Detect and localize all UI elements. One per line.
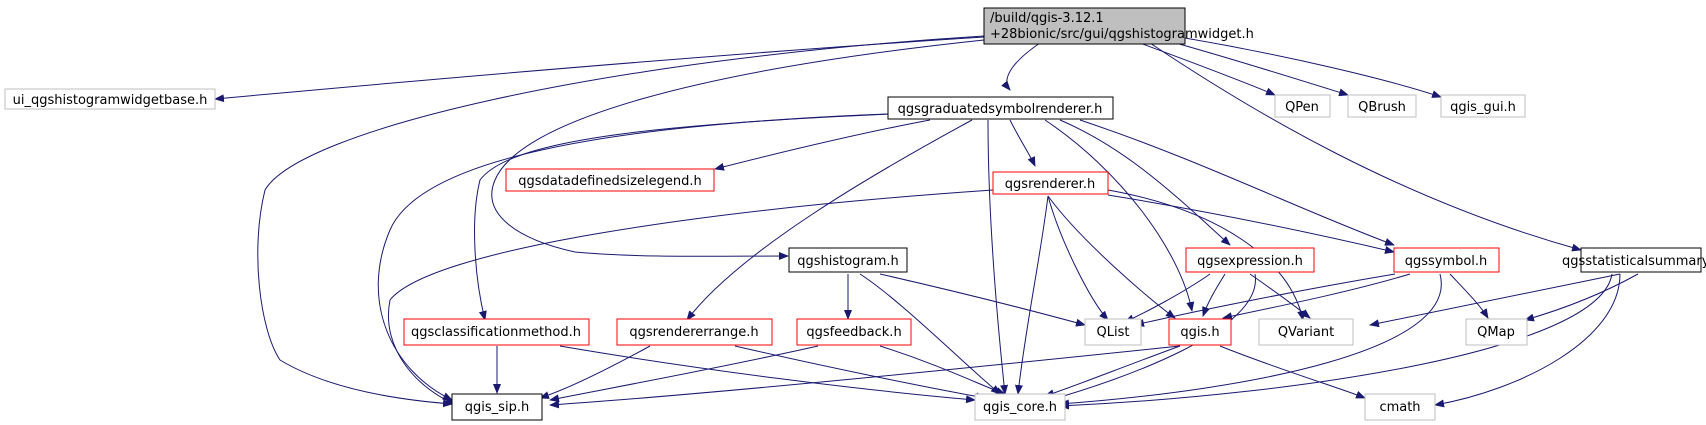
node-qgsrendererrange[interactable]: qgsrendererrange.h — [616, 318, 773, 346]
edge-graduated-to-rendrange — [686, 119, 973, 321]
svg-text:qgis_gui.h: qgis_gui.h — [1450, 100, 1516, 115]
edge-qgis-h-to-cmath — [1219, 345, 1366, 399]
node-qgssymbol[interactable]: qgssymbol.h — [1393, 247, 1500, 273]
edge-graduated-to-qgis-h — [1044, 119, 1195, 312]
edge-renderer-to-symbol — [1107, 194, 1395, 254]
edge-rendrange-to-qgis-sip — [539, 345, 651, 399]
edge-graduated-to-classmethod — [474, 113, 891, 321]
svg-text:QVariant: QVariant — [1278, 325, 1334, 340]
edge-graduated-to-symbol — [1079, 119, 1395, 246]
svg-text:ui_qgshistogramwidgetbase.h: ui_qgshistogramwidgetbase.h — [13, 93, 208, 108]
edge-qgis-h-to-qgis-sip — [549, 345, 1181, 409]
edge-graduated-to-qgis-core — [987, 119, 1009, 395]
node-qgis-sip[interactable]: qgis_sip.h — [451, 393, 543, 421]
edge-symbol-to-qgis-h — [1222, 273, 1411, 321]
edge-classmethod-to-qgis-core — [559, 345, 976, 404]
node-qmap[interactable]: QMap — [1465, 318, 1528, 346]
edge-root-to-histogram — [491, 39, 985, 261]
svg-text:qgssymbol.h: qgssymbol.h — [1405, 254, 1488, 269]
node-qgis-h[interactable]: qgis.h — [1168, 318, 1232, 346]
svg-text:QList: QList — [1097, 325, 1130, 340]
edge-root-to-ui-base — [214, 36, 985, 103]
svg-text:qgis_sip.h: qgis_sip.h — [465, 400, 529, 415]
edge-root-to-statsummary — [1149, 42, 1582, 252]
edge-root-to-qpen — [1139, 42, 1276, 96]
edge-graduated-to-expression — [1059, 119, 1231, 246]
edge-qgis-h-to-qgis-core — [1044, 345, 1181, 398]
node-qgsfeedback[interactable]: qgsfeedback.h — [796, 318, 912, 346]
edge-statsummary-to-qgis-core — [1059, 273, 1613, 410]
svg-text:qgsgraduatedsymbolrenderer.h: qgsgraduatedsymbolrenderer.h — [898, 102, 1103, 117]
svg-text:qgsdatadefinedsizelegend.h: qgsdatadefinedsizelegend.h — [518, 174, 701, 189]
node-cmath[interactable]: cmath — [1364, 393, 1436, 421]
node-qgis-core[interactable]: qgis_core.h — [974, 393, 1066, 421]
root-line-2: +28bionic/src/gui/qgshistogramwidget.h — [990, 27, 1254, 42]
svg-text:qgsstatisticalsummary.h: qgsstatisticalsummary.h — [1562, 254, 1706, 269]
edge-statsummary-to-qvariant — [1369, 273, 1621, 328]
svg-text:cmath: cmath — [1379, 400, 1420, 415]
svg-text:QMap: QMap — [1477, 325, 1515, 340]
node-qgsdatadefinedsizelegend[interactable]: qgsdatadefinedsizelegend.h — [505, 168, 715, 192]
svg-text:qgis.h: qgis.h — [1180, 325, 1219, 340]
node-qgshistogram[interactable]: qgshistogram.h — [788, 247, 908, 273]
edge-graduated-to-renderer — [1009, 119, 1036, 167]
edge-statsummary-to-cmath — [1434, 273, 1621, 408]
edge-feedback-to-qgis-core — [879, 345, 1006, 395]
edge-renderer-to-qgis-sip — [388, 189, 994, 405]
svg-text:qgsexpression.h: qgsexpression.h — [1197, 254, 1303, 269]
root-line-1: /build/qgis-3.12.1 — [990, 11, 1104, 26]
svg-text:qgsclassificationmethod.h: qgsclassificationmethod.h — [411, 325, 581, 340]
edge-histogram-to-qgis-core — [859, 273, 1001, 395]
node-ui-qgshistogramwidgetbase[interactable]: ui_qgshistogramwidgetbase.h — [4, 88, 216, 110]
edge-expression-to-qvariant — [1249, 273, 1311, 319]
edge-feedback-to-qgis-sip — [549, 345, 819, 403]
edge-root-to-qgis-gui — [1184, 37, 1442, 98]
edge-statsummary-to-qmap — [1524, 273, 1639, 322]
svg-text:qgsrendererrange.h: qgsrendererrange.h — [629, 325, 758, 340]
edge-symbol-to-qmap — [1449, 273, 1489, 319]
edge-renderer-to-qgis-h — [1047, 195, 1176, 319]
svg-text:QBrush: QBrush — [1358, 100, 1406, 115]
node-qgsexpression[interactable]: qgsexpression.h — [1185, 247, 1315, 273]
svg-text:qgsfeedback.h: qgsfeedback.h — [806, 325, 901, 340]
edge-renderer-to-qgis-core — [1015, 195, 1049, 395]
edge-graduated-to-datadefined — [714, 119, 931, 171]
edge-symbol-to-qgis-core — [1059, 273, 1442, 408]
node-qpen[interactable]: QPen — [1274, 94, 1331, 118]
node-qgsclassificationmethod[interactable]: qgsclassificationmethod.h — [403, 318, 590, 346]
edge-root-to-qgis-sip — [257, 35, 985, 408]
node-qgis-gui[interactable]: qgis_gui.h — [1440, 94, 1526, 118]
svg-text:qgsrenderer.h: qgsrenderer.h — [1005, 177, 1095, 192]
node-root-file[interactable]: /build/qgis-3.12.1 +28bionic/src/gui/qgs… — [983, 7, 1254, 45]
edge-expression-to-qgis-h — [1202, 273, 1226, 317]
edge-symbol-to-qlist — [1134, 273, 1396, 327]
node-qvariant[interactable]: QVariant — [1258, 318, 1354, 346]
edge-renderer-to-qlist — [1047, 195, 1109, 321]
node-qgsrenderer[interactable]: qgsrenderer.h — [992, 171, 1109, 195]
svg-text:QPen: QPen — [1285, 100, 1319, 115]
node-qgsstatisticalsummary[interactable]: qgsstatisticalsummary.h — [1562, 247, 1706, 273]
edge-expression-to-qlist — [1124, 273, 1211, 323]
edge-renderer-to-qvariant — [1107, 189, 1305, 321]
edge-expression-to-qgis-core — [1049, 273, 1256, 402]
edge-root-to-graduated — [1001, 42, 1041, 91]
node-qgsgraduatedsymbolrenderer[interactable]: qgsgraduatedsymbolrenderer.h — [887, 96, 1114, 120]
node-qlist[interactable]: QList — [1084, 318, 1142, 346]
edge-histogram-to-qlist — [879, 273, 1086, 327]
node-qbrush[interactable]: QBrush — [1347, 94, 1417, 118]
edge-root-to-qbrush — [1164, 39, 1349, 97]
edge-rendrange-to-qgis-core — [734, 345, 986, 401]
svg-text:qgis_core.h: qgis_core.h — [983, 400, 1057, 415]
svg-text:qgshistogram.h: qgshistogram.h — [797, 254, 899, 269]
